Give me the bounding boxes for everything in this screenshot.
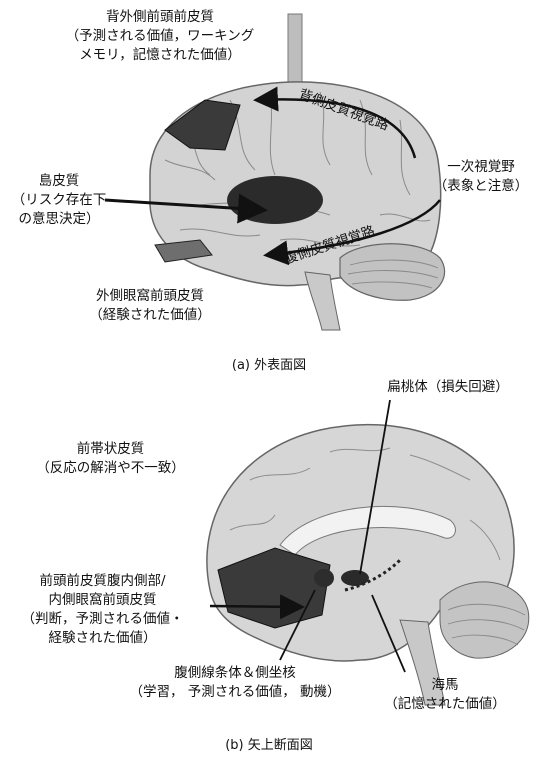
striatum-label-line: （学習， 予測される価値， 動機） [100, 683, 370, 702]
dlpfc-label-line: （予測される価値，ワーキング [35, 27, 285, 46]
acc-label-line: （反応の解消や不一致） [8, 459, 213, 478]
dlpfc-label-line: 背外側前頭前皮質 [35, 8, 285, 27]
panel-b-caption: (b) 矢上断面図 [0, 734, 538, 753]
striatum-label-line: 腹側線条体＆側坐核 [100, 664, 370, 683]
vmpfc-label-line: （判断，予測される価値・ [0, 610, 205, 629]
insula-label: 島皮質 （リスク存在下 の意思決定） [0, 172, 118, 229]
visual-cortex-label-line: （表象と注意） [426, 177, 536, 196]
hippocampus-label-line: （記憶された価値） [370, 695, 520, 714]
dlpfc-label-line: メモリ，記憶された価値） [35, 46, 285, 65]
vmpfc-label-line: 内側眼窩前頭皮質 [0, 591, 205, 610]
hippocampus-label: 海馬 （記憶された価値） [370, 676, 520, 714]
vmpfc-arrow [210, 606, 300, 607]
hippocampus-label-line: 海馬 [370, 676, 520, 695]
striatum-label: 腹側線条体＆側坐核 （学習， 予測される価値， 動機） [100, 664, 370, 702]
acc-label-line: 前帯状皮質 [8, 440, 213, 459]
vmpfc-label: 前頭前皮質腹内側部/ 内側眼窩前頭皮質 （判断，予測される価値・ 経験された価値… [0, 572, 205, 648]
insula-region [227, 176, 323, 224]
striatum-region [314, 569, 334, 587]
lofc-label-line: （経験された価値） [50, 306, 250, 325]
sagittal-brain [207, 425, 529, 705]
insula-label-line: の意思決定） [0, 210, 118, 229]
lofc-label-line: 外側眼窩前頭皮質 [50, 287, 250, 306]
vmpfc-label-line: 前頭前皮質腹内側部/ [0, 572, 205, 591]
panel-a-caption: (a) 外表面図 [0, 354, 538, 373]
dlpfc-label: 背外側前頭前皮質 （予測される価値，ワーキング メモリ，記憶された価値） [35, 8, 285, 65]
visual-cortex-label-line: 一次視覚野 [426, 158, 536, 177]
visual-cortex-label: 一次視覚野 （表象と注意） [426, 158, 536, 196]
insula-label-line: （リスク存在下 [0, 191, 118, 210]
vmpfc-label-line: 経験された価値） [0, 629, 205, 648]
acc-label: 前帯状皮質 （反応の解消や不一致） [8, 440, 213, 478]
lofc-label: 外側眼窩前頭皮質 （経験された価値） [50, 287, 250, 325]
amygdala-label: 扁桃体（損失回避） [368, 378, 528, 397]
insula-label-line: 島皮質 [0, 172, 118, 191]
